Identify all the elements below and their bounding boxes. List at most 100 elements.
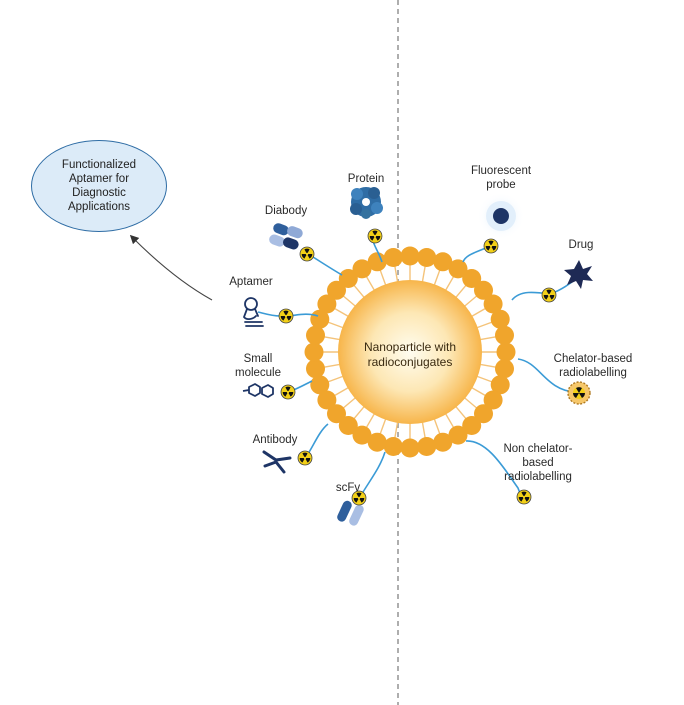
radiation-icon [278,308,294,324]
bead [495,325,514,345]
lipid-tail [454,405,468,420]
label-aptamer: Aptamer [229,276,273,288]
lipid-tail [454,284,468,299]
nanoparticle-core [338,280,482,424]
lipid-tail [394,265,399,284]
label-protein: Protein [347,173,385,185]
label-fluorescent-probe: Fluorescent probe [470,165,532,191]
bead [448,425,468,445]
bead-ring [304,246,516,458]
callout-arrow [129,234,213,301]
lipid-tail [433,269,441,287]
lipid-tail [421,420,426,439]
lipid-tail [444,412,455,429]
radiation-badges [278,228,557,506]
bead [448,259,468,279]
radiation-icon [299,246,315,262]
bead [496,342,516,362]
drug-star-icon [564,260,593,289]
bead [383,248,403,267]
small-molecule-icon [242,383,274,398]
aptamer-tether [257,311,281,317]
label-scfv: scFv [335,482,361,494]
lipid-tail [352,405,366,420]
lipid-tail [470,307,487,318]
linker-chelator [517,358,576,393]
chelator-icon [567,381,591,405]
lipid-tail [444,275,455,292]
lipid-tail [379,417,387,435]
bead [483,390,503,410]
bead [367,252,387,272]
radiation-icon [483,238,499,254]
bead [483,294,503,314]
bead [495,359,514,379]
bead [490,375,510,395]
bead [327,280,346,300]
lipid-tails [322,264,498,440]
radiation-icon [297,450,313,466]
lipid-tail [433,417,441,435]
lipid-tail [327,321,345,329]
label-small-molecule: Small molecule [234,353,282,379]
scfv-icon [337,500,364,526]
lipid-tail [478,363,497,368]
bead [306,359,325,379]
bead [433,252,453,272]
lipid-tail [333,386,350,397]
lipid-tail [327,375,345,383]
label-diabody: Diabody [264,205,308,217]
lipid-tail [394,420,399,439]
bead [400,438,420,458]
label-chelator-based: Chelator-based radiolabelling [553,353,633,379]
lipid-tail [475,321,493,329]
bead [338,416,358,435]
callout-bubble: Functionalized Aptamer for Diagnostic Ap… [31,140,167,232]
lipid-tail [333,307,350,318]
bead [304,342,324,362]
bead [490,309,510,329]
nanoparticle-label: Nanoparticle with radioconjugates [363,340,457,369]
lipid-tail [475,375,493,383]
label-non-chelator: Non chelator- based radiolabelling [503,443,573,483]
label-antibody: Antibody [252,434,298,446]
bead [352,425,372,445]
bead [352,259,372,279]
bead [417,437,437,456]
protein-icon [350,187,383,219]
bead [474,404,493,424]
bead [367,432,387,452]
lipid-tail [323,336,342,341]
bead [327,404,346,424]
radiation-icon [541,287,557,303]
lipid-tail [421,265,426,284]
lipid-tail [463,294,478,308]
aptamer-icon [242,297,264,327]
bead [310,375,330,395]
bead [462,269,482,288]
radiation-icon [367,228,383,244]
radiation-icon [280,384,296,400]
label-drug: Drug [568,239,594,251]
bead [474,280,493,300]
bead [317,294,337,314]
lipid-tail [365,275,376,292]
lipid-tail [323,363,342,368]
lipid-tail [352,284,366,299]
bead [306,325,325,345]
lipid-tail [463,396,478,410]
bead [400,246,420,266]
lipid-tail [342,396,357,410]
fluorescent-probe-icon [477,192,525,240]
bead [317,390,337,410]
lipid-tail [365,412,376,429]
lipid-tail [342,294,357,308]
callout-text: Functionalized Aptamer for Diagnostic Ap… [61,159,137,213]
radiation-icon [351,490,367,506]
diabody-icon [269,223,303,250]
lipid-tail [478,336,497,341]
bead [338,269,358,288]
lipid-tail [379,269,387,287]
antibody-icon [262,450,292,474]
